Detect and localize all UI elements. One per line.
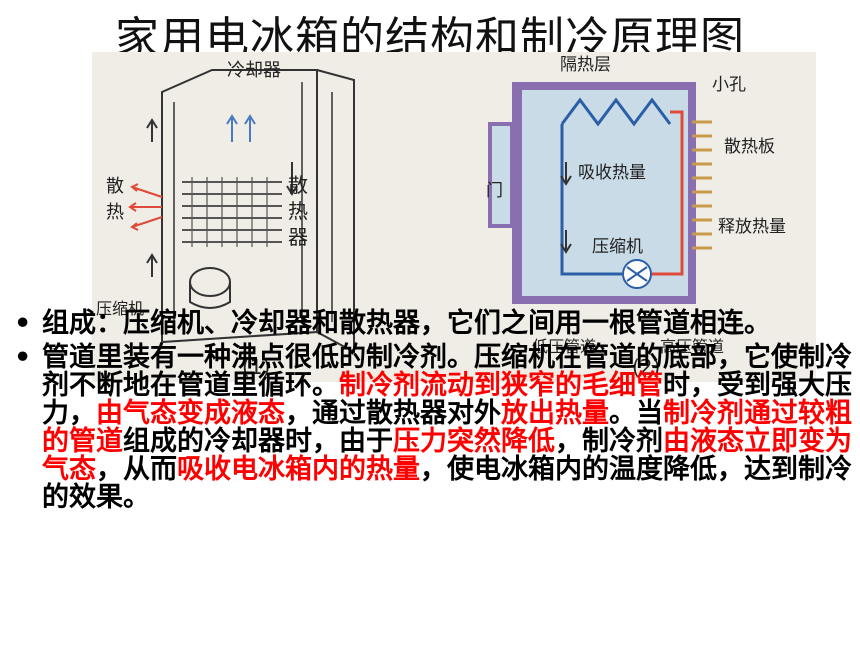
- caption-right: (2): [632, 355, 660, 379]
- label-compressor-right: 压缩机: [592, 237, 643, 257]
- label-radiator-3: 器: [288, 225, 308, 249]
- principle-text-4: 。当: [609, 398, 663, 429]
- highlight-capillary: 制冷剂流动到狭窄的毛细管: [339, 370, 663, 401]
- highlight-pressure-drop: 压力突然降低: [393, 426, 555, 457]
- refrigeration-principle-drawing: [488, 82, 712, 304]
- highlight-release-heat: 放出热量: [501, 398, 609, 429]
- label-radiator-1: 散: [288, 173, 308, 197]
- principle-text-8: ，使电冰箱内的温度降低，达到制冷的效果。: [42, 454, 852, 513]
- label-cooler: 冷却器: [227, 60, 281, 81]
- refrigerator-diagram: 冷却器 散 热 散 热 器 压缩机 (1) 隔热: [92, 52, 816, 382]
- label-heat-sink: 散热板: [724, 137, 775, 157]
- heat-arrows: [128, 183, 163, 231]
- principle-text-6: ，制冷剂: [555, 426, 663, 457]
- label-radiate-1: 散: [106, 176, 124, 197]
- principle-text-2: 时，受到强大压力，: [42, 370, 852, 429]
- fridge-structure-drawing: [161, 69, 355, 354]
- principle-text-7: ，从而: [96, 454, 177, 485]
- caption-left: (1): [242, 355, 270, 379]
- label-insulation: 隔热层: [560, 55, 611, 75]
- air-flow-arrows: [146, 118, 298, 277]
- principle-text-5: 组成的冷却器时，由于: [123, 426, 393, 457]
- bullet-dot: •: [14, 342, 32, 373]
- bullet-composition: • 组成：压缩机、冷却器和散热器，它们之间用一根管道相连。: [8, 310, 856, 338]
- bullet-composition-text: 组成：压缩机、冷却器和散热器，它们之间用一根管道相连。: [42, 308, 771, 339]
- label-hole: 小孔: [712, 75, 746, 95]
- principle-text-1: 管道里装有一种沸点很低的制冷剂。压缩机在管道的底部，它使制冷剂不断地在管道里循环…: [42, 342, 852, 401]
- bullet-dot: •: [14, 308, 32, 339]
- highlight-absorb-heat: 吸收电冰箱内的热量: [177, 454, 420, 485]
- principle-text-3: ，通过散热器对外: [285, 398, 501, 429]
- label-compressor-left: 压缩机: [96, 299, 144, 318]
- label-door: 门: [486, 181, 503, 201]
- label-low-pressure-pipe: 低压管道: [532, 337, 596, 356]
- label-radiator-2: 热: [288, 199, 308, 223]
- label-release-heat: 释放热量: [718, 217, 786, 237]
- highlight-thick-pipe: 制冷剂通过较粗的管道: [42, 398, 852, 457]
- diagram-svg: 冷却器 散 热 散 热 器 压缩机 (1) 隔热: [96, 55, 786, 379]
- label-radiate-2: 热: [106, 202, 124, 223]
- bullet-principle: • 管道里装有一种沸点很低的制冷剂。压缩机在管道的底部，它使制冷剂不断地在管道里…: [8, 344, 856, 512]
- label-absorb-heat: 吸收热量: [578, 163, 646, 183]
- cold-air-arrows: [226, 114, 256, 142]
- label-high-pressure-pipe: 高压管道: [660, 337, 724, 356]
- bullet-list: • 组成：压缩机、冷却器和散热器，它们之间用一根管道相连。 • 管道里装有一种沸…: [8, 310, 856, 518]
- highlight-gas-to-liquid: 由气态变成液态: [96, 398, 285, 429]
- highlight-liquid-to-gas: 由液态立即变为气态: [42, 426, 852, 485]
